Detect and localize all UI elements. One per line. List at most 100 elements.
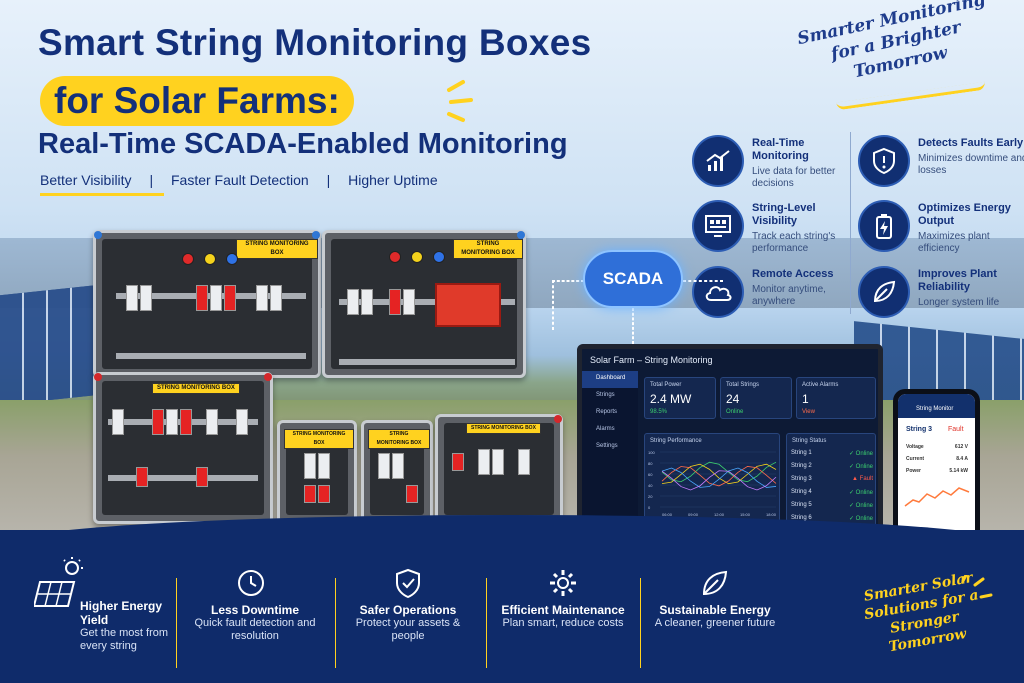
y-tick-label: 100	[648, 450, 655, 455]
card-label: Total Strings	[726, 382, 760, 388]
breaker	[392, 453, 404, 479]
tag-item: Higher Uptime	[348, 172, 438, 188]
string-status-row[interactable]: String 2✓ Online	[791, 463, 873, 470]
benefit-separator	[176, 578, 177, 668]
indicator-led-blue	[226, 253, 238, 265]
leaf-icon	[702, 570, 728, 596]
string-monitor-icon	[692, 200, 744, 252]
indicator-led-yellow	[204, 253, 216, 265]
benefit-desc: Protect your assets & people	[355, 617, 461, 642]
benefit-desc: Plan smart, reduce costs	[502, 617, 624, 629]
string-status-row[interactable]: String 4✓ Online	[791, 489, 873, 496]
performance-line	[661, 461, 777, 483]
string-status-row[interactable]: String 6✓ Online	[791, 515, 873, 522]
nav-alarms[interactable]: Alarms	[596, 426, 615, 432]
benefit-separator	[640, 578, 641, 668]
string-status-row[interactable]: String 5✓ Online	[791, 502, 873, 509]
benefit-title: Higher Energy Yield	[80, 599, 163, 627]
breaker	[518, 449, 530, 475]
breaker	[347, 289, 359, 315]
string-name: String 6	[791, 515, 812, 521]
fuse-red	[406, 485, 418, 503]
breaker	[492, 449, 504, 475]
breaker	[236, 409, 248, 435]
benefit-desc: Quick fault detection and resolution	[194, 617, 316, 642]
benefit-separator	[486, 578, 487, 668]
indicator-led-yellow	[411, 251, 423, 263]
box-label: STRING MONITORING BOX	[236, 239, 318, 259]
din-rail	[339, 359, 515, 365]
gear-icon	[550, 570, 576, 596]
breaker	[378, 453, 390, 479]
card-value: 24	[726, 392, 740, 406]
string-status: ✓ Online	[848, 451, 873, 457]
monitoring-box-small-3: STRING MONITORING BOX	[435, 414, 563, 524]
x-tick-label: 09:00	[688, 512, 699, 517]
benefit-title: Less Downtime	[210, 603, 300, 617]
cloud-icon	[692, 266, 744, 318]
card-active-alarms[interactable]: Active Alarms 1 View	[796, 377, 876, 419]
feature-desc: Minimizes downtime and losses	[918, 153, 1024, 176]
breaker	[318, 453, 330, 479]
fuse-red	[180, 409, 192, 435]
y-tick-label: 20	[648, 494, 653, 499]
headline-line3: Real-Time SCADA-Enabled Monitoring	[38, 128, 568, 160]
benefit-title: Sustainable Energy	[659, 603, 771, 617]
box-screw	[517, 231, 525, 239]
scada-cloud: SCADA	[583, 234, 683, 308]
status-title: String Status	[792, 438, 827, 444]
headline-line2: for Solar Farms:	[54, 80, 340, 121]
y-tick-label: 60	[648, 472, 653, 477]
monitoring-box-large-right: STRING MONITORING BOX	[322, 230, 526, 378]
accent-marks-icon	[447, 80, 473, 122]
nav-settings[interactable]: Settings	[596, 443, 618, 449]
phone-header: String Monitor	[898, 394, 975, 418]
leaf-icon	[858, 266, 910, 318]
tag-separator: |	[149, 172, 154, 188]
din-rail	[116, 353, 306, 359]
breaker	[270, 285, 282, 311]
breaker	[126, 285, 138, 311]
benefit-desc: A cleaner, greener future	[654, 617, 776, 629]
chart-up-icon	[692, 135, 744, 187]
feature-desc: Track each string's performance	[752, 231, 836, 254]
nav-dashboard[interactable]: Dashboard	[582, 371, 638, 388]
solar-panels-left	[0, 284, 100, 406]
fuse-red	[318, 485, 330, 503]
breaker	[361, 289, 373, 315]
view-alarms-link[interactable]: View	[802, 409, 815, 415]
string-name: String 3	[791, 476, 812, 482]
x-tick-label: 06:00	[662, 512, 673, 517]
tag-underline	[40, 193, 164, 196]
benefit-desc: Get the most from every string	[80, 627, 169, 652]
tag-separator: |	[326, 172, 331, 188]
box-screw	[554, 415, 562, 423]
shield-icon	[858, 135, 910, 187]
fuse-red	[196, 285, 208, 311]
indicator-led-red	[389, 251, 401, 263]
box-screw	[264, 373, 272, 381]
benefit-downtime: Less Downtime Quick fault detection and …	[180, 563, 330, 643]
breaker	[304, 453, 316, 479]
feature-divider	[850, 132, 851, 314]
benefit-yield: Higher Energy Yield Get the most from ev…	[80, 563, 170, 653]
string-status-row[interactable]: String 3▲ Fault	[791, 476, 873, 482]
breaker	[478, 449, 490, 475]
string-name: String 1	[791, 450, 812, 456]
monitoring-box-medium: STRING MONITORING BOX	[93, 372, 273, 524]
nav-reports[interactable]: Reports	[596, 409, 618, 415]
feature-title: String-Level Visibility	[752, 202, 816, 227]
burst-marks-icon	[961, 575, 993, 599]
string-name: String 2	[791, 463, 812, 469]
clock-icon	[238, 570, 264, 596]
string-status-row[interactable]: String 1 ✓ Online	[791, 450, 873, 457]
box-label: STRING MONITORING BOX	[453, 239, 523, 259]
string-name: String 5	[791, 502, 812, 508]
monitoring-box-large-left: STRING MONITORING BOX	[93, 230, 321, 378]
nav-strings[interactable]: Strings	[596, 392, 615, 398]
performance-line	[661, 470, 777, 491]
